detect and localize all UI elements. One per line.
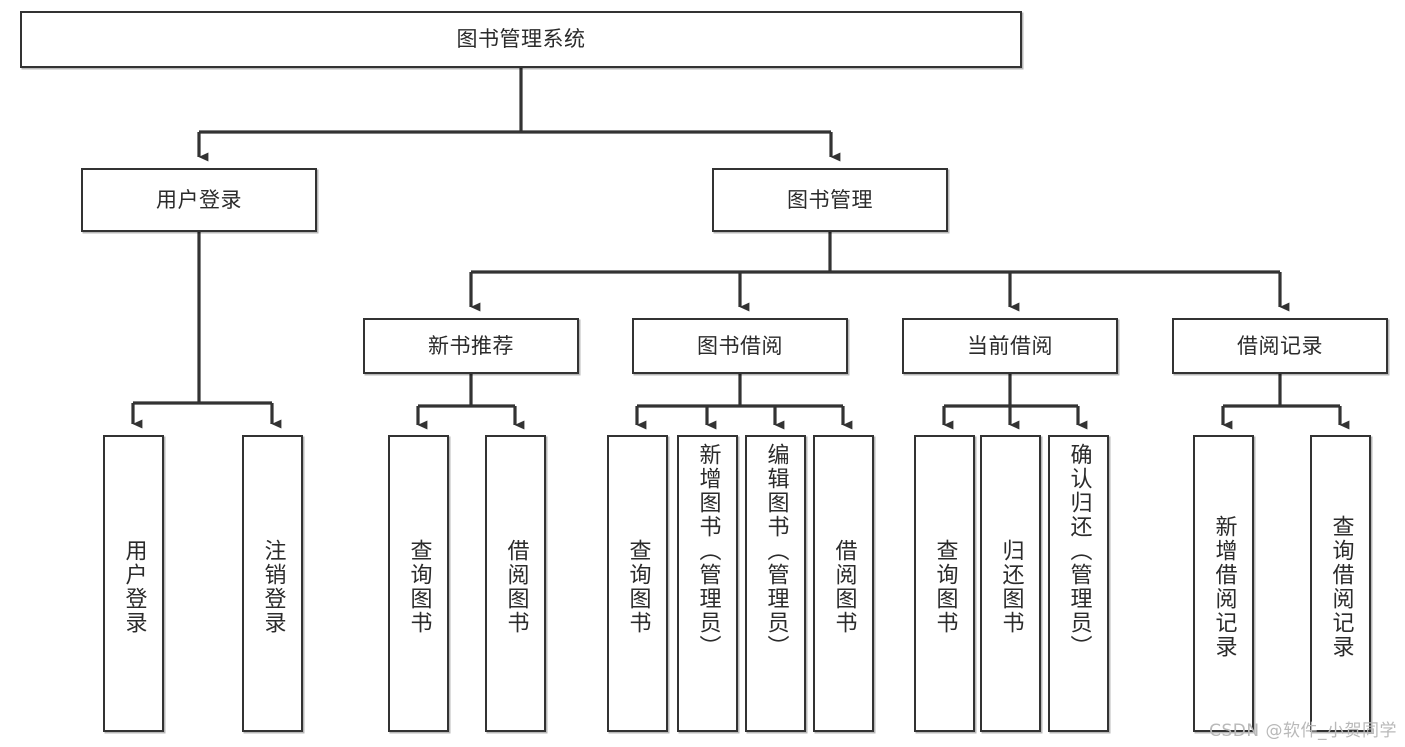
node-leaf-logout-label: 注销登录 — [260, 538, 286, 635]
node-book-borrow-label: 图书借阅 — [697, 333, 783, 358]
node-leaf-query-book-3[interactable]: 查询图书 — [914, 435, 975, 732]
node-leaf-query-record[interactable]: 查询借阅记录 — [1310, 435, 1371, 732]
node-leaf-logout[interactable]: 注销登录 — [242, 435, 303, 732]
node-user-login-label: 用户登录 — [156, 187, 242, 212]
node-user-login[interactable]: 用户登录 — [81, 168, 317, 232]
node-leaf-edit-book[interactable]: 编辑图书（管理员） — [745, 435, 806, 732]
node-leaf-borrow-book-2[interactable]: 借阅图书 — [813, 435, 874, 732]
node-leaf-confirm-return[interactable]: 确认归还（管理员） — [1048, 435, 1109, 732]
node-new-book-rec-label: 新书推荐 — [428, 333, 514, 358]
node-leaf-return-book-label: 归还图书 — [998, 538, 1024, 635]
node-borrow-record[interactable]: 借阅记录 — [1172, 318, 1388, 374]
node-leaf-query-book-1[interactable]: 查询图书 — [388, 435, 449, 732]
node-leaf-query-book-3-label: 查询图书 — [932, 538, 958, 635]
node-leaf-confirm-return-label: 确认归还（管理员） — [1066, 443, 1092, 659]
node-book-manage[interactable]: 图书管理 — [712, 168, 948, 232]
node-book-manage-label: 图书管理 — [787, 187, 873, 212]
node-leaf-add-record[interactable]: 新增借阅记录 — [1193, 435, 1254, 732]
node-leaf-borrow-book-2-label: 借阅图书 — [831, 538, 857, 635]
node-leaf-add-book-label: 新增图书（管理员） — [695, 443, 721, 659]
node-leaf-query-book-2-label: 查询图书 — [625, 538, 651, 635]
node-leaf-user-login-label: 用户登录 — [121, 538, 147, 635]
node-leaf-return-book[interactable]: 归还图书 — [980, 435, 1041, 732]
node-leaf-query-book-1-label: 查询图书 — [406, 538, 432, 635]
node-current-borrow-label: 当前借阅 — [967, 333, 1053, 358]
node-leaf-add-record-label: 新增借阅记录 — [1211, 514, 1237, 659]
node-new-book-rec[interactable]: 新书推荐 — [363, 318, 579, 374]
node-leaf-borrow-book-1[interactable]: 借阅图书 — [485, 435, 546, 732]
node-leaf-edit-book-label: 编辑图书（管理员） — [763, 443, 789, 659]
node-root-label: 图书管理系统 — [456, 27, 586, 52]
node-leaf-user-login[interactable]: 用户登录 — [103, 435, 164, 732]
node-leaf-query-record-label: 查询借阅记录 — [1328, 514, 1354, 659]
node-current-borrow[interactable]: 当前借阅 — [902, 318, 1118, 374]
node-book-borrow[interactable]: 图书借阅 — [632, 318, 848, 374]
node-borrow-record-label: 借阅记录 — [1237, 333, 1323, 358]
node-leaf-borrow-book-1-label: 借阅图书 — [503, 538, 529, 635]
node-leaf-add-book[interactable]: 新增图书（管理员） — [677, 435, 738, 732]
node-leaf-query-book-2[interactable]: 查询图书 — [607, 435, 668, 732]
node-root[interactable]: 图书管理系统 — [20, 11, 1022, 68]
